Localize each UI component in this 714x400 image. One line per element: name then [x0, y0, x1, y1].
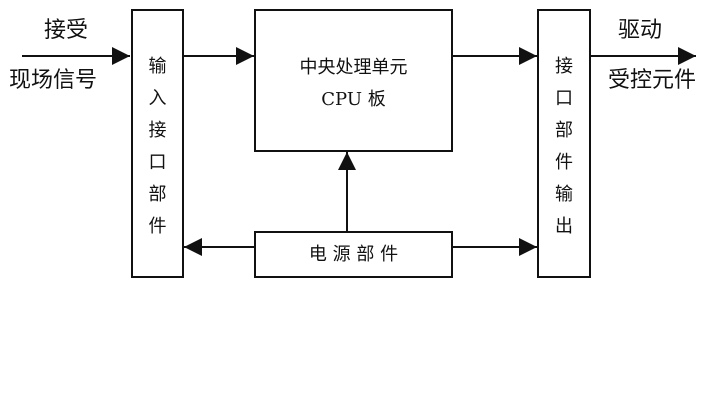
output-label-line2: 受控元件	[608, 68, 697, 93]
input-interface-char: 入	[148, 88, 167, 109]
output-interface-char: 出	[555, 216, 573, 237]
output-interface-char: 接	[555, 56, 573, 77]
output-interface-char: 部	[555, 120, 573, 141]
cpu-box-title: 中央处理单元	[299, 57, 408, 78]
input-interface-char: 件	[148, 216, 167, 237]
output-interface-char: 口	[555, 88, 573, 109]
input-interface-char: 口	[148, 152, 167, 173]
input-interface-char: 部	[148, 184, 167, 205]
output-interface-char: 件	[555, 152, 573, 173]
input-interface-char: 接	[148, 120, 167, 141]
input-interface-char: 输	[148, 56, 167, 77]
cpu-box: 中央处理单元 CPU 板	[254, 9, 453, 152]
output-label-line1: 驱动	[618, 18, 663, 43]
power-box-label: 电 源 部 件	[308, 244, 399, 265]
input-label-line1: 接受	[44, 18, 89, 43]
output-interface-box: 接 口 部 件 输 出	[537, 9, 591, 278]
input-interface-box: 输 入 接 口 部 件	[131, 9, 184, 278]
power-box: 电 源 部 件	[254, 231, 453, 278]
input-label-line2: 现场信号	[9, 68, 98, 93]
output-interface-char: 输	[555, 184, 573, 205]
cpu-box-subtitle: CPU 板	[321, 89, 386, 110]
